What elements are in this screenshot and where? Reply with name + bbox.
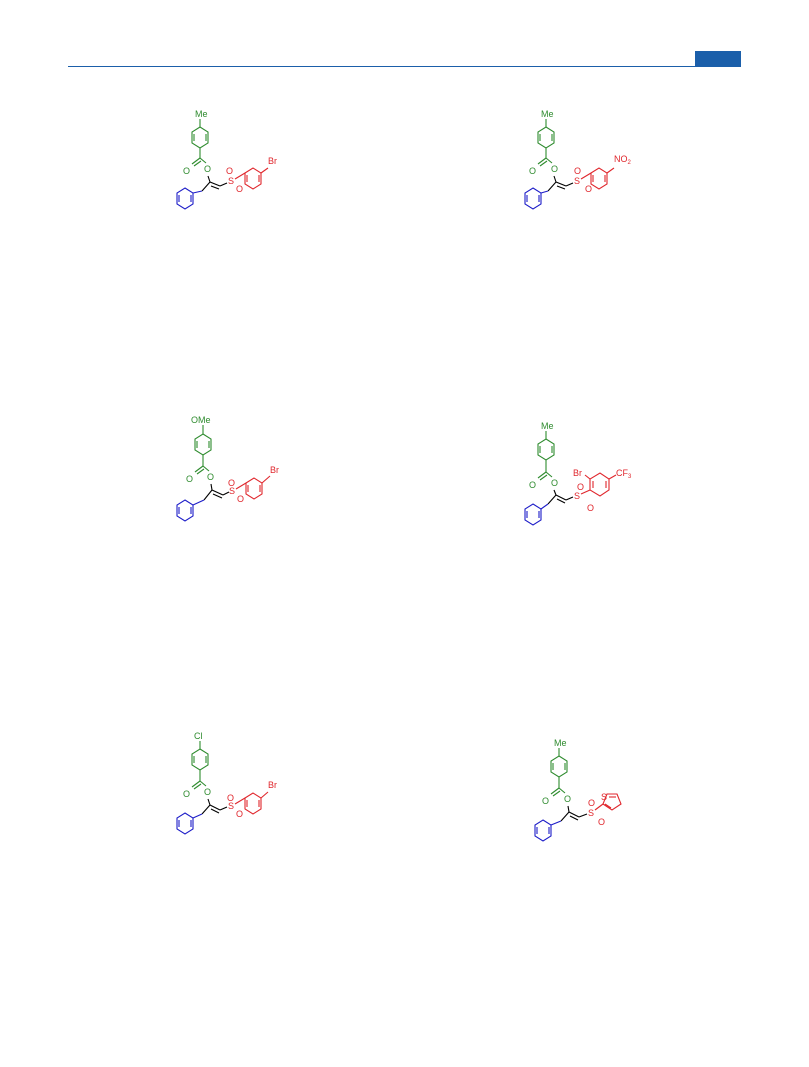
structure-1: Me O O S O O Br xyxy=(176,109,277,210)
ester-o: O xyxy=(204,164,211,174)
top-substituent: OMe xyxy=(191,415,211,425)
carbonyl-o: O xyxy=(529,480,536,490)
structure-2: Me O O S O O NO2 xyxy=(524,109,632,210)
thiophene-ring xyxy=(602,793,622,811)
sulfur: S xyxy=(229,486,235,496)
aryl-substituent: CF3 xyxy=(616,468,632,480)
sulfur: S xyxy=(574,491,580,501)
top-substituent: Me xyxy=(541,109,554,119)
aryl-substituent: Br xyxy=(268,156,277,166)
sulfonyl-aryl-ring xyxy=(245,477,263,500)
sulfur: S xyxy=(574,176,580,186)
sulfonyl-o1: O xyxy=(226,166,233,176)
sulfonyl-o2: O xyxy=(236,809,243,819)
sulfonyl-o1: O xyxy=(574,166,581,176)
ortho-substituent: Br xyxy=(573,468,582,478)
thiophene-s: S xyxy=(601,792,607,802)
ester-o: O xyxy=(551,164,558,174)
ester-o: O xyxy=(207,472,214,482)
structure-6: Me O O S O O S xyxy=(534,738,622,842)
aryl-substituent: NO2 xyxy=(614,154,632,166)
structure-4: Me O O S O O Br CF3 xyxy=(524,421,632,526)
top-substituent: Me xyxy=(195,109,208,119)
sulfur: S xyxy=(228,801,234,811)
top-substituent: Me xyxy=(541,421,554,431)
structure-5: Cl O O S O O Br xyxy=(176,731,277,835)
structure-3: OMe O O S O O Br xyxy=(176,415,279,522)
carbonyl-o: O xyxy=(183,789,190,799)
ester-o: O xyxy=(564,794,571,804)
header-rule xyxy=(68,66,741,67)
carbonyl-o: O xyxy=(183,166,190,176)
sulfur: S xyxy=(588,808,594,818)
sulfonyl-aryl-ring xyxy=(244,167,262,190)
sulfur: S xyxy=(228,176,234,186)
ester-o: O xyxy=(551,478,558,488)
sulfonyl-o2: O xyxy=(236,184,243,194)
sulfonyl-o2: O xyxy=(587,503,594,513)
carbonyl-o: O xyxy=(529,166,536,176)
carbonyl-o: O xyxy=(542,796,549,806)
ester-o: O xyxy=(204,787,211,797)
sulfonyl-o2: O xyxy=(237,494,244,504)
sulfonyl-aryl-ring xyxy=(244,792,262,815)
sulfonyl-o2: O xyxy=(585,184,592,194)
sulfonyl-o1: O xyxy=(588,798,595,808)
sulfonyl-o1: O xyxy=(577,482,584,492)
header-tab xyxy=(695,51,741,66)
sulfonyl-o1: O xyxy=(228,478,235,488)
top-substituent: Me xyxy=(554,738,567,748)
sulfonyl-aryl-ring xyxy=(590,167,608,190)
sulfonyl-o1: O xyxy=(227,793,234,803)
aryl-substituent: Br xyxy=(270,465,279,475)
carbonyl-o: O xyxy=(186,474,193,484)
sulfonyl-o2: O xyxy=(598,817,605,827)
aryl-substituent: Br xyxy=(268,780,277,790)
top-substituent: Cl xyxy=(194,731,203,741)
